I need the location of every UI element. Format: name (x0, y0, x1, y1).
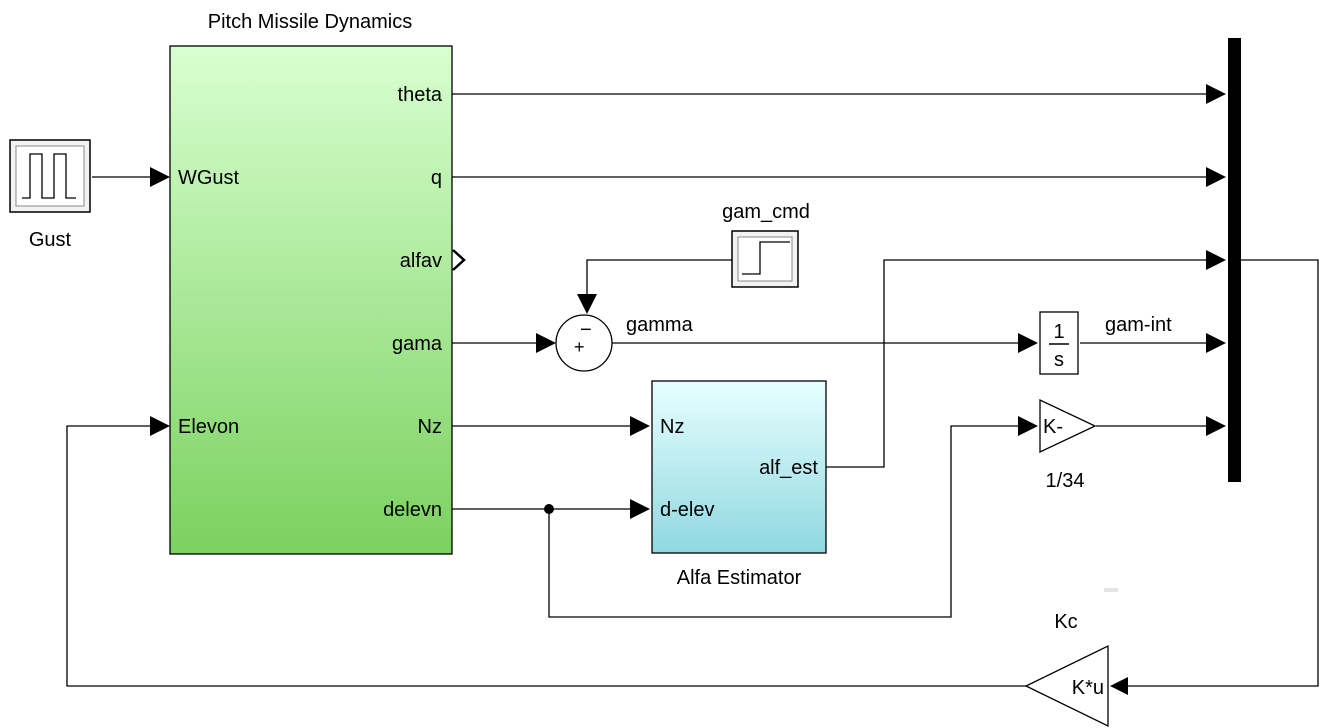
arrow-mux-3 (1206, 250, 1226, 270)
arrow-sum-plus (536, 333, 556, 353)
dynamics-title: Pitch Missile Dynamics (208, 11, 412, 33)
dynamics-box[interactable] (169, 45, 453, 555)
arrow-gain-small (1018, 416, 1038, 436)
gam-cmd-block[interactable]: gam_cmd (722, 201, 810, 288)
arrow-elevon (150, 416, 170, 436)
integrator-num: 1 (1053, 321, 1064, 343)
faint-mark (1104, 588, 1118, 592)
port-q: q (431, 167, 442, 189)
arrow-est-nz (630, 416, 650, 436)
arrow-mux-1 (1206, 84, 1226, 104)
wire-feedback[interactable] (66, 425, 1026, 687)
pulse-wave-icon (22, 153, 76, 199)
signal-gam-int-label: gam-int (1105, 314, 1172, 336)
est-port-alf-est: alf_est (759, 457, 818, 479)
gust-label: Gust (29, 229, 72, 251)
gain-kc-label: Kc (1054, 611, 1077, 633)
port-elevon: Elevon (178, 416, 239, 438)
signal-lines (66, 93, 1319, 687)
step-icon (742, 241, 790, 275)
arrow-kc (1110, 677, 1128, 695)
arrow-mux-5 (1206, 416, 1226, 436)
gust-block[interactable]: Gust (9, 139, 91, 251)
alfa-estimator-block[interactable]: Nz d-elev alf_est Alfa Estimator (651, 380, 827, 589)
gam-cmd-label: gam_cmd (722, 201, 810, 223)
estimator-box[interactable] (651, 380, 827, 554)
integrator-box[interactable] (1039, 311, 1079, 375)
port-wgust: WGust (178, 167, 240, 189)
gain-kc-text: K*u (1072, 677, 1104, 699)
sum-block[interactable]: + − (555, 314, 613, 372)
wire-gam-cmd[interactable] (586, 259, 732, 296)
arrow-est-delev (630, 499, 650, 519)
sum-minus-sign: − (580, 319, 592, 341)
gain-1-34-block[interactable]: K- 1/34 (1039, 398, 1097, 492)
gain-triangle[interactable] (1039, 398, 1097, 454)
wire-mux-out[interactable] (1128, 259, 1319, 687)
gain-small-text: K- (1043, 416, 1063, 438)
arrow-wgust (150, 167, 170, 187)
est-port-d-elev: d-elev (660, 499, 714, 521)
mux-bar[interactable] (1228, 38, 1241, 482)
port-nz: Nz (418, 416, 442, 438)
unconnected-port-chevron-icon (452, 249, 466, 271)
branch-point (544, 504, 554, 514)
pitch-missile-dynamics-block[interactable]: Pitch Missile Dynamics WGust Elevon thet… (169, 11, 466, 555)
port-gama: gama (392, 333, 443, 355)
integrator-block[interactable]: 1 s (1039, 311, 1079, 375)
port-theta: theta (398, 84, 443, 106)
wire-delevn-branch[interactable] (548, 425, 1020, 618)
port-delevn: delevn (383, 499, 442, 521)
integrator-den: s (1054, 349, 1064, 371)
arrow-integrator (1018, 333, 1038, 353)
estimator-title: Alfa Estimator (677, 567, 802, 589)
est-port-nz: Nz (660, 416, 684, 438)
gain-small-label: 1/34 (1046, 470, 1085, 492)
gain-kc-triangle[interactable] (1024, 644, 1109, 728)
arrowheads (150, 84, 1226, 695)
wire-alf-est[interactable] (826, 259, 1208, 468)
sum-plus-sign: + (574, 337, 585, 357)
arrow-sum-minus (577, 294, 597, 314)
gust-screen (15, 145, 85, 207)
arrow-mux-2 (1206, 167, 1226, 187)
gain-kc-block[interactable]: Kc K*u (1024, 611, 1109, 728)
sum-circle[interactable] (555, 314, 613, 372)
arrow-mux-4 (1206, 333, 1226, 353)
port-alfav: alfav (400, 250, 442, 272)
signal-gamma-label: gamma (626, 314, 694, 336)
